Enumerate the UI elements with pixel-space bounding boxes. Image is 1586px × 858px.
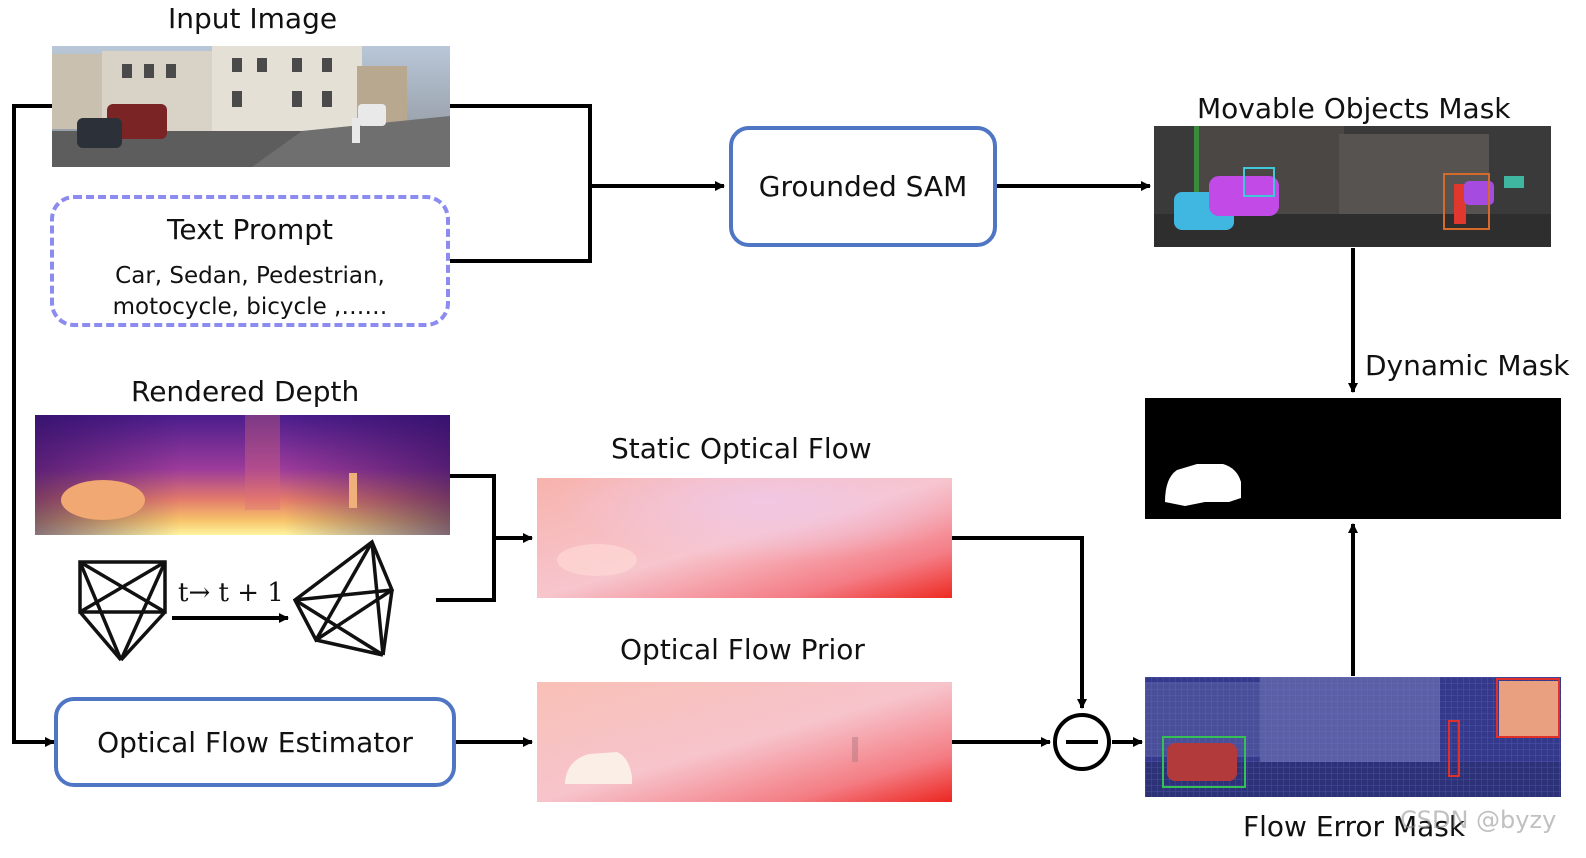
grounded-sam-module: Grounded SAM <box>729 126 997 247</box>
arrow-input-to-sam <box>450 104 725 191</box>
line-camera-to-static <box>436 533 533 602</box>
grounded-sam-label: Grounded SAM <box>758 170 968 203</box>
camera-frustum-icon <box>292 539 395 657</box>
arrow-static-to-subtract <box>952 536 1087 709</box>
dynamic-mask-title: Dynamic Mask <box>1365 349 1570 382</box>
optical-flow-prior-image <box>537 682 952 802</box>
dynamic-mask-image <box>1145 398 1561 519</box>
prompt-line-2: motocycle, bicycle ,…… <box>112 294 388 320</box>
text-prompt-body: Car, Sedan, Pedestrian, motocycle, bicyc… <box>54 261 446 323</box>
flow-error-mask-image <box>1145 677 1561 797</box>
arrow-input-to-estimator <box>12 104 55 747</box>
camera-transition-label: t→ t + 1 <box>178 578 284 608</box>
prompt-line-1: Car, Sedan, Pedestrian, <box>115 263 385 289</box>
input-image <box>52 46 450 167</box>
flow-error-mask-title: Flow Error Mask <box>1243 810 1466 843</box>
movable-objects-mask-title: Movable Objects Mask <box>1197 92 1511 125</box>
camera-frustum-icon <box>78 560 167 662</box>
optical-flow-estimator-module: Optical Flow Estimator <box>54 697 456 787</box>
watermark-text: CSDN @byzy <box>1400 806 1557 834</box>
text-prompt-box: Text Prompt Car, Sedan, Pedestrian, moto… <box>50 195 450 327</box>
input-image-title: Input Image <box>168 2 338 35</box>
line-depth-to-static <box>450 474 496 538</box>
static-optical-flow-title: Static Optical Flow <box>611 432 872 465</box>
rendered-depth-title: Rendered Depth <box>131 375 360 408</box>
optical-flow-estimator-label: Optical Flow Estimator <box>97 725 413 759</box>
movable-objects-mask-image <box>1154 126 1551 247</box>
minus-circle-icon <box>1053 713 1111 771</box>
line-prompt-to-sam <box>450 186 592 263</box>
rendered-depth-image <box>35 415 450 535</box>
text-prompt-title: Text Prompt <box>167 213 333 246</box>
optical-flow-prior-title: Optical Flow Prior <box>620 633 865 666</box>
static-optical-flow-image <box>537 478 952 598</box>
